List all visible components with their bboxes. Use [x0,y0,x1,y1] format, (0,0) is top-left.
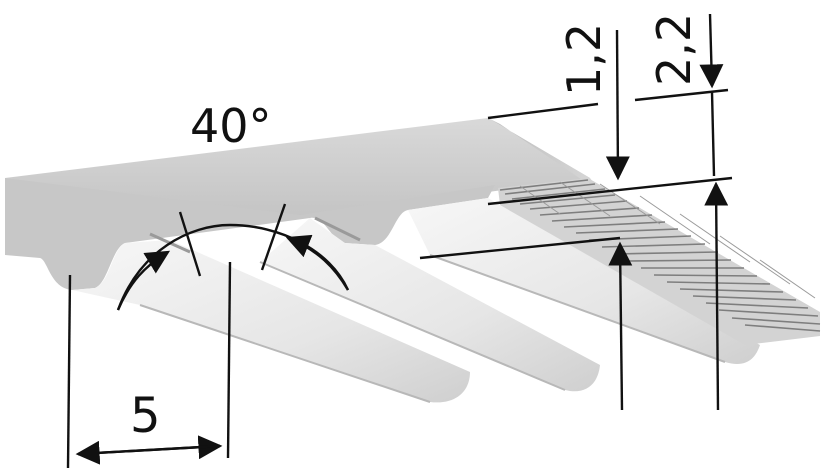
tooth-2-shadow [259,261,566,391]
dimension-lines [66,13,733,469]
tooth-1 [72,240,470,403]
tooth-3 [408,198,760,365]
groove-2 [314,216,361,242]
tooth-3-shadow [429,254,726,363]
total-thickness-label: 2,2 [647,13,701,86]
tooth-1-shadow [139,304,431,403]
pitch-label: 5 [130,388,161,444]
cord-lines [499,179,821,332]
tooth-2 [260,218,600,392]
belt-front-face [5,178,495,290]
angle-label: 40° [190,99,272,153]
tooth-height-label: 1,2 [557,23,611,96]
